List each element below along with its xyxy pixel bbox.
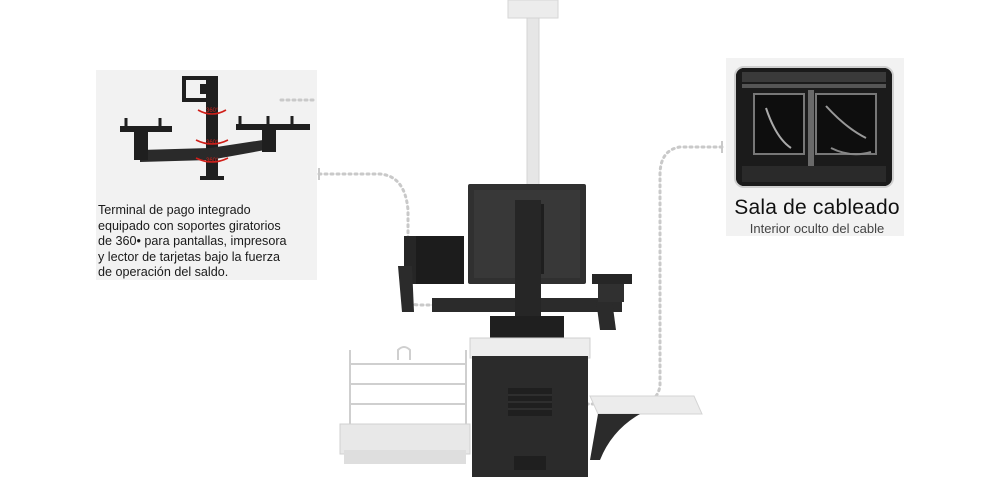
rotation-label: 360°: [206, 140, 219, 146]
rotation-label: 360°: [206, 108, 219, 114]
mount-diagram: 360° 360° 360°: [120, 76, 310, 180]
bagging-area: [349, 346, 467, 430]
rotation-label: 360°: [206, 158, 219, 164]
cable-room-image: [734, 66, 894, 188]
cable-room-subtitle: Interior oculto del cable: [749, 221, 885, 236]
mount-description: Terminal de pago integrado equipado con …: [98, 203, 287, 280]
cabinet: [469, 337, 591, 477]
cable-room-title: Sala de cableado: [734, 196, 900, 219]
